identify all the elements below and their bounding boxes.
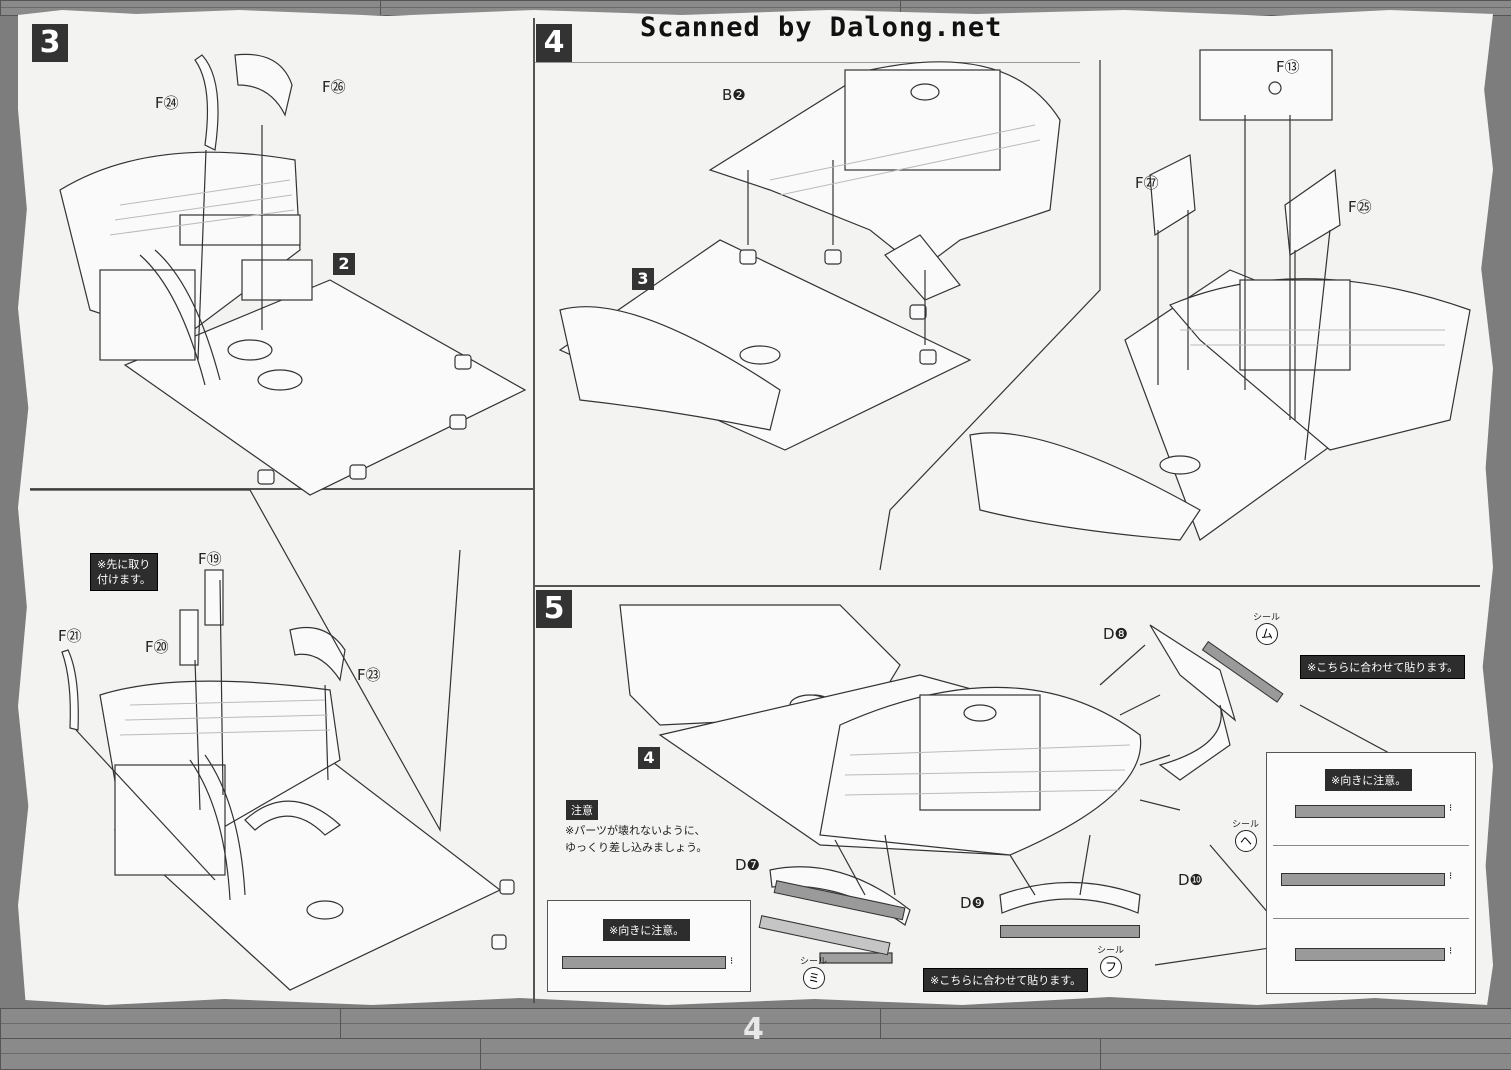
part-label-d9: D❾ xyxy=(960,894,985,912)
page-number: 4 xyxy=(743,1012,764,1047)
plank xyxy=(880,1008,1511,1040)
orientation-strip xyxy=(1295,948,1445,961)
part-label-d8: D❽ xyxy=(1103,625,1128,643)
part-label-f21: F㉑ xyxy=(58,627,82,645)
seal-word-he: シール xyxy=(1232,820,1260,830)
step-3-bottom-diagram xyxy=(30,489,515,991)
step-3-badge: 3 xyxy=(32,24,68,62)
plank xyxy=(0,1008,342,1040)
orientation-arrow-icon: ⁝ xyxy=(730,956,734,967)
orientation-note-right: ※向きに注意。 ⁝ ⁝ ⁝ xyxy=(1266,752,1476,994)
orientation-arrow-icon: ⁝ xyxy=(1449,803,1453,814)
part-label-f25: F㉕ xyxy=(1348,198,1372,216)
ref-badge-3: 3 xyxy=(632,268,654,290)
orientation-strip xyxy=(1281,873,1445,886)
part-label-d10: D❿ xyxy=(1178,871,1203,889)
part-label-f13: F⑬ xyxy=(1276,58,1300,76)
part-label-d7: D❼ xyxy=(735,856,760,874)
seal-he: ヘ xyxy=(1235,830,1257,852)
plank xyxy=(0,1038,482,1070)
orientation-strip xyxy=(562,956,726,969)
step-4-diagram xyxy=(558,49,1471,571)
part-label-f27: F㉗ xyxy=(1135,174,1159,192)
apply-here-callout-bottom: ※こちらに合わせて貼ります。 xyxy=(923,968,1089,992)
divider xyxy=(1273,918,1469,919)
part-label-f24: F㉔ xyxy=(155,94,179,112)
step-5-diagram xyxy=(619,604,1431,986)
part-label-f26: F㉖ xyxy=(322,78,346,96)
part-label-b2: B❷ xyxy=(722,86,746,104)
step-4-badge: 4 xyxy=(536,24,572,62)
step-3-top-diagram xyxy=(59,53,527,496)
watermark-text: Scanned by Dalong.net xyxy=(640,12,1003,43)
orientation-note-left-title: ※向きに注意。 xyxy=(603,919,691,941)
plank xyxy=(480,1038,1102,1070)
seal-strip-fu xyxy=(1000,925,1140,938)
orientation-note-right-title: ※向きに注意。 xyxy=(1325,769,1413,791)
divider xyxy=(1273,845,1469,846)
orientation-strip xyxy=(1295,805,1445,818)
panel-divider-top xyxy=(535,62,1080,63)
ref-badge-4: 4 xyxy=(638,747,660,769)
caution-text: ※パーツが壊れないように、 ゆっくり差し込みましょう。 xyxy=(565,824,708,854)
plank xyxy=(340,1008,882,1040)
seal-mu: ム xyxy=(1256,623,1278,645)
seal-word-mu: シール xyxy=(1253,613,1281,623)
orientation-arrow-icon: ⁝ xyxy=(1449,946,1453,957)
orientation-arrow-icon: ⁝ xyxy=(1449,871,1453,882)
panel-divider-vertical xyxy=(533,18,535,1003)
seal-mi: ミ xyxy=(803,967,825,989)
apply-here-callout-top: ※こちらに合わせて貼ります。 xyxy=(1300,655,1466,679)
panel-divider-left xyxy=(30,488,533,490)
caution-badge: 注意 xyxy=(566,800,598,820)
panel-divider-right xyxy=(535,585,1480,587)
plank xyxy=(1100,1038,1511,1070)
seal-word-fu: シール xyxy=(1097,946,1125,956)
step-5-badge: 5 xyxy=(536,590,572,628)
orientation-note-left: ※向きに注意。 ⁝ xyxy=(547,900,751,992)
part-label-f19: F⑲ xyxy=(198,550,222,568)
ref-badge-2: 2 xyxy=(333,253,355,275)
attach-first-callout: ※先に取り 付けます。 xyxy=(90,553,158,591)
part-label-f20: F⑳ xyxy=(145,638,169,656)
seal-word-mi: シール xyxy=(800,957,828,967)
seal-fu: フ xyxy=(1100,956,1122,978)
part-label-f23: F㉓ xyxy=(357,666,381,684)
